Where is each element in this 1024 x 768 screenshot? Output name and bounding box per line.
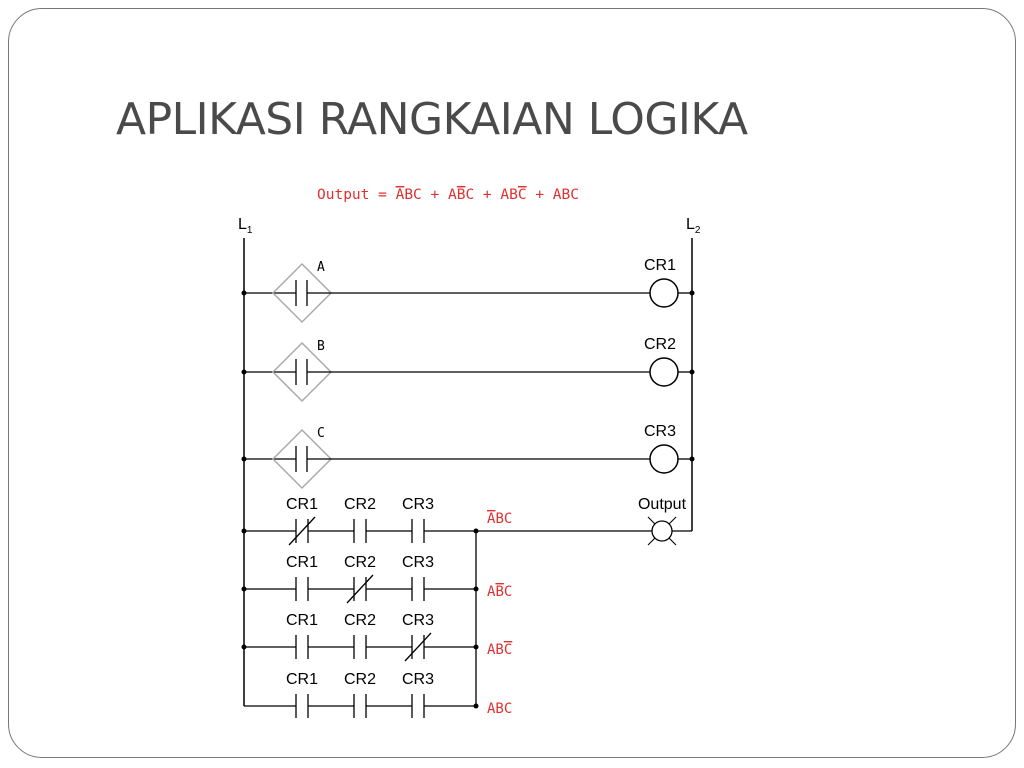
lamp-ray	[647, 537, 656, 546]
switch-label: B	[317, 339, 325, 354]
lamp-ray	[668, 516, 677, 525]
power-rails	[243, 238, 693, 706]
negated-variable: C	[504, 642, 512, 658]
junction-dot	[689, 290, 695, 296]
contact-label: CR3	[402, 496, 434, 513]
slide-title: APLIKASI RANGKAIAN LOGIKA	[116, 94, 748, 145]
slide-frame	[8, 8, 1016, 758]
contact-label: CR2	[344, 554, 376, 571]
equation-plus: +	[527, 187, 553, 203]
term-label: ABC	[487, 701, 512, 717]
switch-label: C	[317, 426, 325, 441]
variable: A	[487, 584, 496, 600]
negated-variable: C	[518, 187, 527, 203]
coil-cr3	[649, 444, 679, 474]
lamp-ray	[647, 516, 656, 525]
switch-outline	[271, 341, 333, 403]
switch-rung: A CR1	[241, 257, 695, 324]
output-lamp-label: Output	[638, 496, 687, 513]
variable: ABC	[553, 187, 579, 203]
negated-variable: A	[396, 187, 405, 203]
contact-label: CR3	[402, 612, 434, 629]
switch-label: A	[317, 260, 325, 275]
variable: A	[448, 187, 457, 203]
variable: AB	[500, 187, 518, 203]
equation-plus: +	[474, 187, 500, 203]
lamp-ray	[668, 537, 677, 546]
equation-line: Output = ABC + ABC + ABC + ABC	[317, 187, 579, 203]
contact-label: CR2	[344, 496, 376, 513]
contact-label: CR2	[344, 612, 376, 629]
switch-rung: C CR3	[241, 423, 695, 490]
contact-label: CR1	[286, 554, 318, 571]
variable: ABC	[487, 701, 512, 717]
coil-cr2	[649, 357, 679, 387]
coil-label: CR1	[644, 257, 676, 274]
variable: BC	[404, 187, 421, 203]
rail-labels: L1 L2	[238, 216, 701, 236]
output-equation: Output = ABC + ABC + ABC + ABC	[317, 187, 579, 203]
junction-dot	[689, 369, 695, 375]
switch-rung: B CR2	[241, 336, 695, 403]
switch-outline	[271, 428, 333, 490]
term-label: ABC	[487, 511, 512, 527]
output-rung: Output	[476, 496, 692, 546]
contact-label: CR1	[286, 612, 318, 629]
switch-outline	[271, 262, 333, 324]
term-label: ABC	[487, 642, 512, 658]
left-rail-label: L1	[238, 216, 253, 236]
contact-label: CR1	[286, 671, 318, 688]
variable: C	[465, 187, 474, 203]
term-label: ABC	[487, 584, 512, 600]
equation-plus: +	[422, 187, 448, 203]
contact-label: CR2	[344, 671, 376, 688]
coil-label: CR3	[644, 423, 676, 440]
contact-label: CR3	[402, 554, 434, 571]
variable: AB	[487, 642, 504, 658]
nc-slash	[404, 632, 432, 662]
coil-cr1	[649, 278, 679, 308]
negated-variable: B	[495, 584, 503, 600]
negated-variable: B	[457, 187, 466, 203]
variable: BC	[495, 511, 512, 527]
nc-slash	[288, 516, 316, 546]
contact-label: CR3	[402, 671, 434, 688]
negated-variable: A	[487, 511, 496, 527]
equation-prefix: Output =	[317, 187, 396, 203]
junction-dot	[689, 456, 695, 462]
contact-label: CR1	[286, 496, 318, 513]
coil-label: CR2	[644, 336, 676, 353]
nc-slash	[346, 574, 374, 604]
variable: C	[504, 584, 512, 600]
right-rail-label: L2	[686, 216, 701, 236]
